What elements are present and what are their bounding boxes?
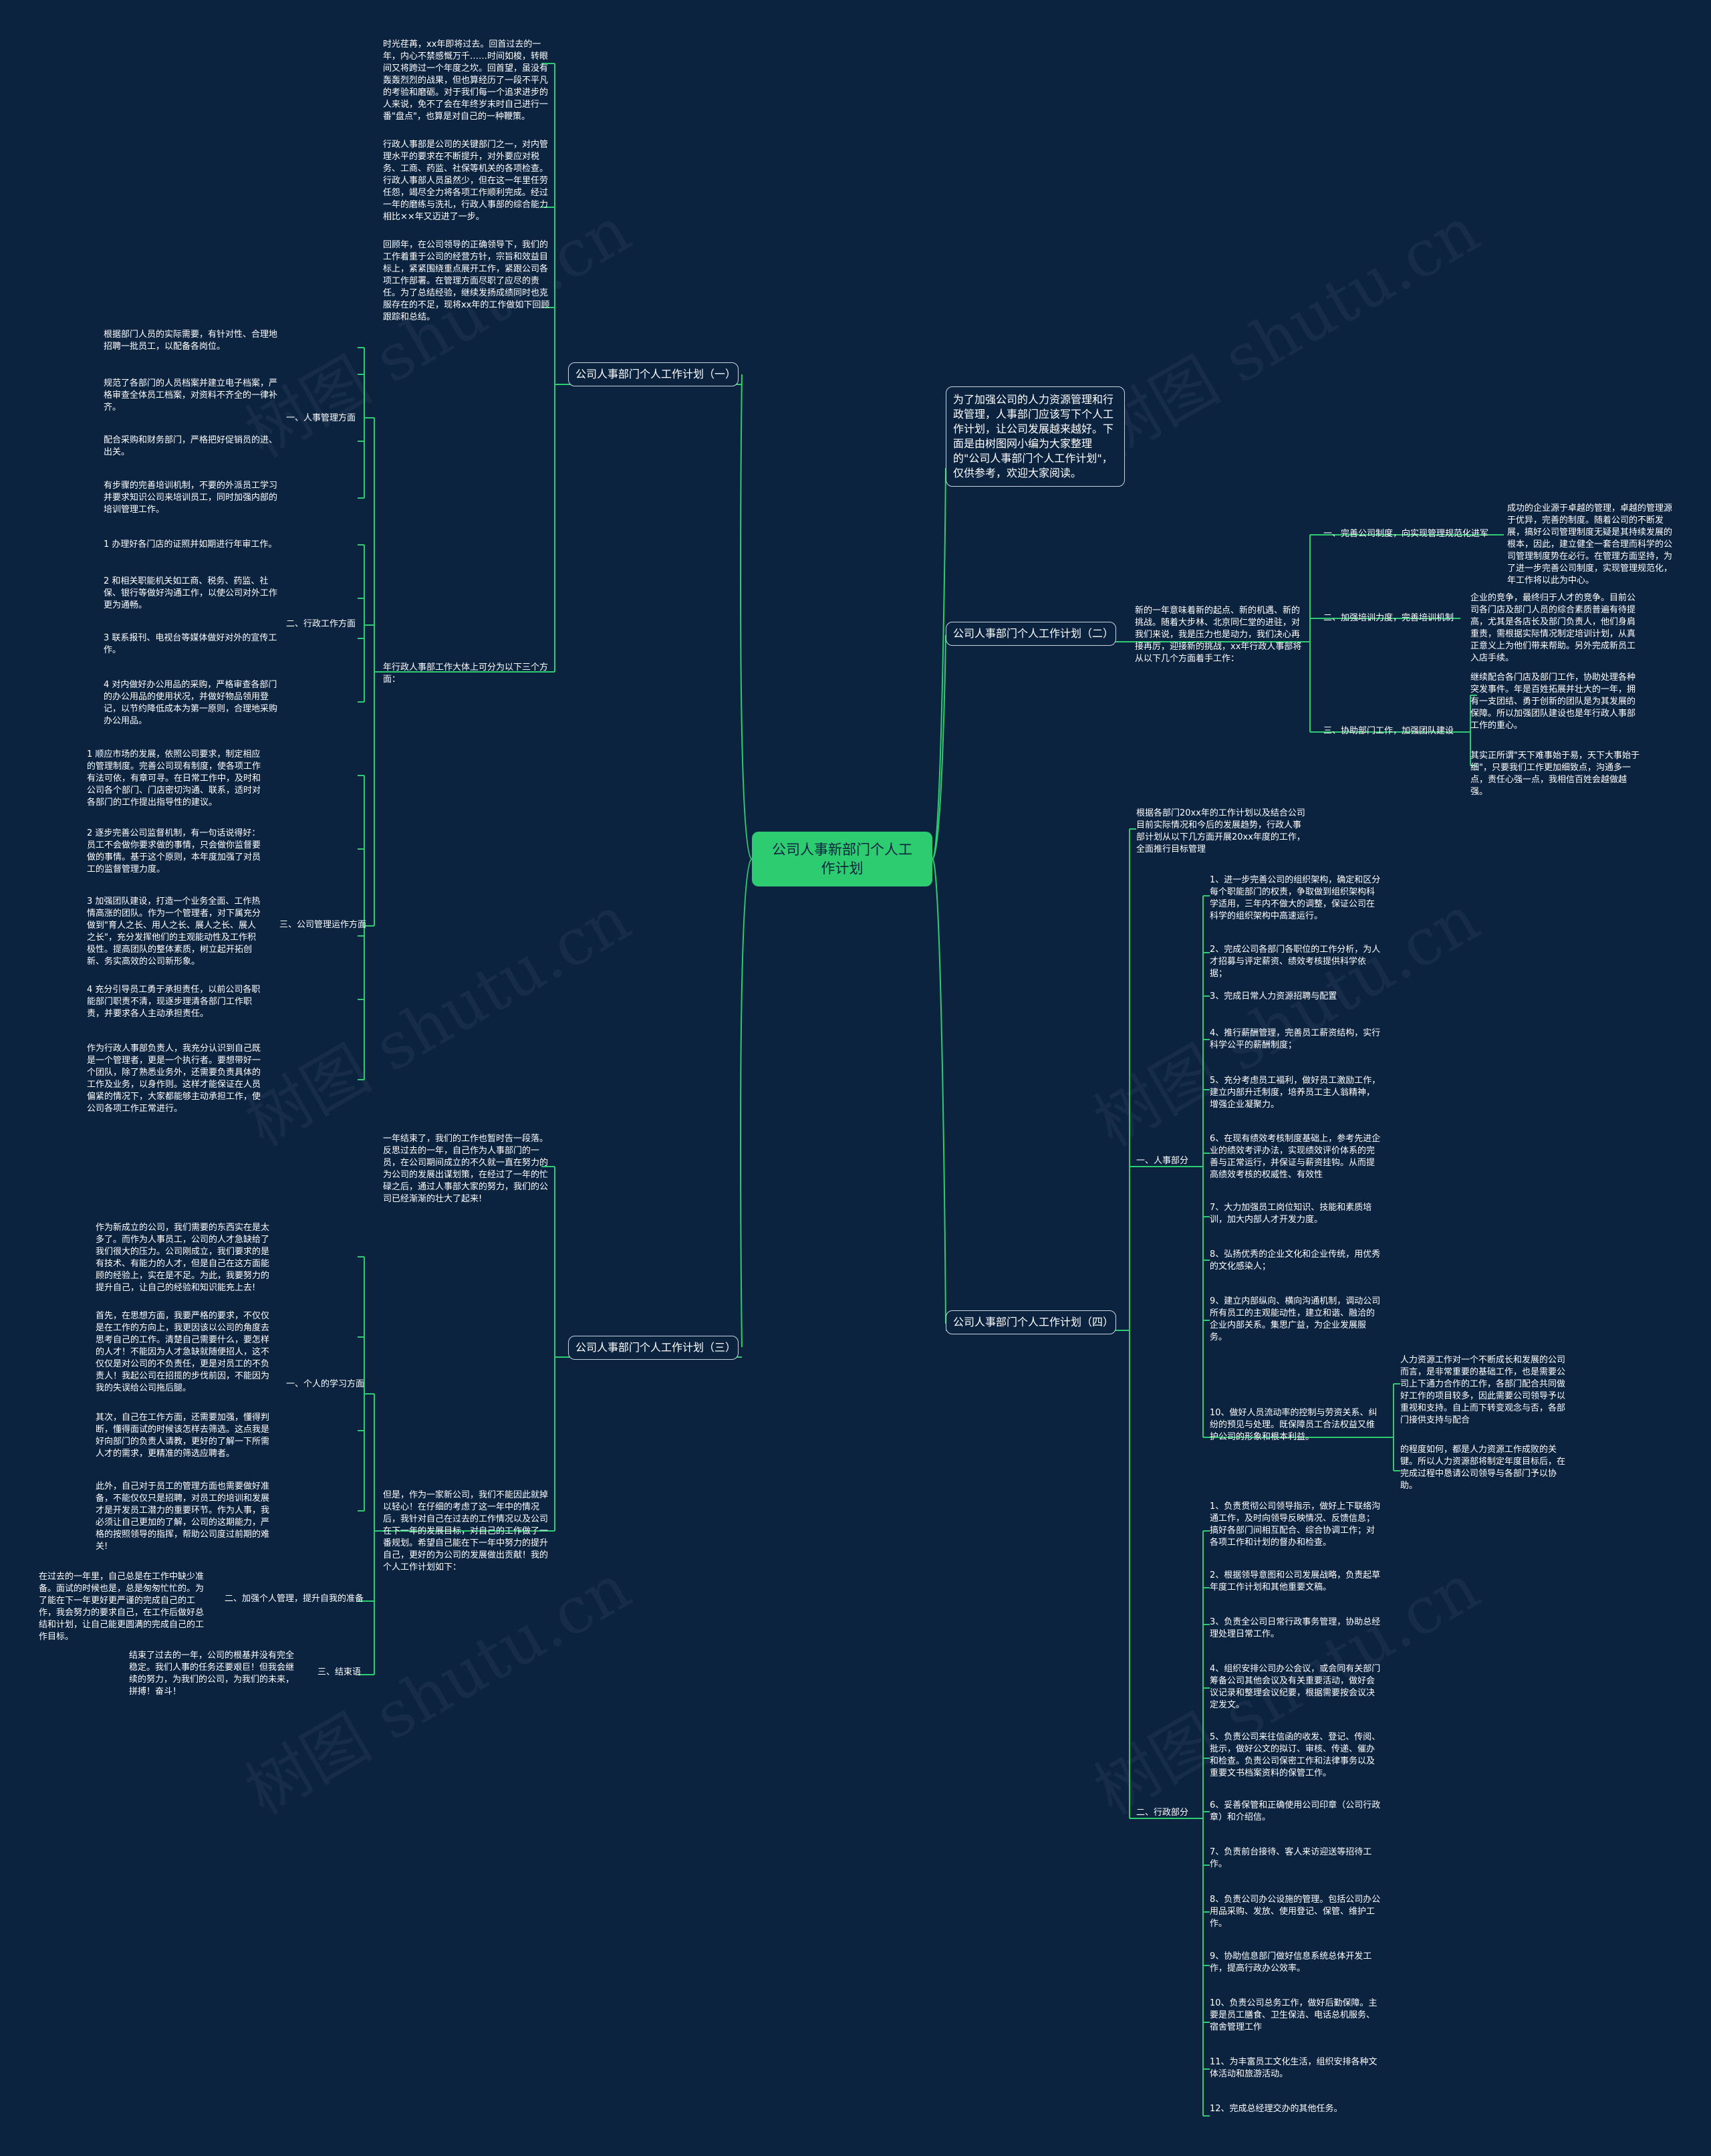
b3-section-2-label: 二、加强个人管理，提升自我的准备 (225, 1594, 364, 1604)
b1-paragraph-3: 回顾年，在公司领导的正确领导下，我们的工作着重于公司的经营方针，宗旨和效益目标上… (383, 240, 550, 322)
root-topic[interactable]: 公司人事新部门个人工作计划 (752, 832, 932, 886)
b4-s1-extra-2: 的程度如何，都是人力资源工作成败的关键。所以人力资源部将制定年度目标后，在完成过… (1400, 1445, 1566, 1491)
b4-s2-item: 12、完成总经理交办的其他任务。 (1210, 2104, 1343, 2114)
b3-s1-item: 其次，自己在工作方面，还需要加强，懂得判断，懂得面试的时候该怎样去筛选。这点我是… (96, 1413, 270, 1459)
b1-s2-item: 3 联系报刊、电视台等媒体做好对外的宣传工作。 (104, 633, 277, 655)
b4-s2-item: 11、为丰富员工文化生活，组织安排各种文体活动和旅游活动。 (1210, 2057, 1377, 2079)
b4-s1-item: 8、弘扬优秀的企业文化和企业传统，用优秀的文化感染人； (1210, 1249, 1381, 1272)
b1-s1-item: 根据部门人员的实际需要，有针对性、合理地招聘一批员工，以配备各岗位。 (104, 330, 278, 352)
b1-paragraph-2: 行政人事部是公司的关键部门之一，对内管理水平的要求在不断提升，对外要应对税务、工… (383, 140, 549, 222)
branch-3-title: 公司人事部门个人工作计划（三） (575, 1341, 737, 1354)
b3-s1-item: 此外，自己对于员工的管理方面也需要做好准备，不能仅仅只是招聘，对员工的培训和发展… (96, 1481, 270, 1552)
b2-s2-text: 企业的竞争，最终归于人才的竞争。目前公司各门店及部门人员的综合素质普遍有待提高，… (1470, 593, 1636, 663)
b1-section-1-label: 一、人事管理方面 (286, 413, 356, 423)
b1-section-2-label: 二、行政工作方面 (286, 619, 356, 629)
b4-s2-item: 8、负责公司办公设施的管理。包括公司办公用品采购、发放、使用登记、保管、维护工作… (1210, 1895, 1381, 1929)
b2-section-1-label: 一、完善公司制度，向实现管理规范化进军 (1323, 529, 1489, 539)
b1-s1-item: 有步骤的完善培训机制，不要的外派员工学习并要求知识公司来培训员工，同时加强内部的… (104, 481, 278, 515)
b4-s1-item: 9、建立内部纵向、横向沟通机制，调动公司所有员工的主观能动性，建立和谐、融洽的企… (1210, 1296, 1381, 1342)
b1-s2-item: 4 对内做好办公用品的采购，严格审查各部门的办公用品的使用状况，并做好物品领用登… (104, 680, 278, 726)
b3-s2-text: 在过去的一年里，自己总是在工作中缺少准备。面试的时候也是，总是匆匆忙忙的。为了能… (39, 1572, 205, 1642)
b3-s1-item: 作为新成立的公司，我们需要的东西实在是太多了。而作为人事员工，公司的人才急缺给了… (96, 1223, 270, 1293)
branch-2-title: 公司人事部门个人工作计划（二） (953, 627, 1114, 640)
b1-s2-item: 2 和相关职能机关如工商、税务、药监、社保、银行等做好沟通工作，以使公司对外工作… (104, 576, 278, 610)
b4-s1-item: 6、在现有绩效考核制度基础上，参考先进企业的绩效考评办法，实现绩效评价体系的完善… (1210, 1134, 1381, 1180)
b4-section-1-label: 一、人事部分 (1136, 1156, 1189, 1166)
branch-4-node[interactable]: 公司人事部门个人工作计划（四） (946, 1310, 1116, 1334)
b1-section-3-label: 三、公司管理运作方面 (279, 920, 367, 930)
b4-s1-item: 7、大力加强员工岗位知识、技能和素质培训，加大内部人才开发力度。 (1210, 1203, 1372, 1225)
intro-node[interactable]: 为了加强公司的人力资源管理和行政管理，人事部门应该写下个人工作计划，让公司发展越… (946, 386, 1125, 487)
b4-s1-extra-1: 人力资源工作对一个不断成长和发展的公司而言，是非常重要的基础工作，也是需要公司上… (1400, 1355, 1566, 1425)
b4-s2-item: 7、负责前台接待、客人来访迎送等招待工作。 (1210, 1847, 1372, 1869)
b1-s2-item: 1 办理好各门店的证照并如期进行年审工作。 (104, 540, 277, 550)
b1-paragraph-1: 时光荏苒，xx年即将过去。回首过去的一年，内心不禁感慨万千……时间如梭，转眼间又… (383, 39, 549, 122)
b1-s1-item: 配合采购和财务部门，严格把好促销员的进、出关。 (104, 435, 278, 457)
b4-s2-item: 5、负责公司来往信函的收发、登记、传阅、批示，做好公文的拟订、审核、传递、催办和… (1210, 1732, 1381, 1778)
b3-s1-item: 首先，在思想方面，我要严格的要求，不仅仅是在工作的方向上，我更因该以公司的角度去… (96, 1311, 270, 1393)
b4-s1-item: 1、进一步完善公司的组织架构，确定和区分每个职能部门的权责，争取做到组织架构科学… (1210, 875, 1381, 921)
b4-s1-item: 2、完成公司各部门各职位的工作分析，为人才招募与评定薪资、绩效考核提供科学依据； (1210, 945, 1381, 979)
b3-paragraph-1: 一年结束了，我们的工作也暂时告一段落。反思过去的一年，自己作为人事部门的一员，在… (383, 1134, 549, 1204)
b4-s2-item: 2、根据领导意图和公司发展战略，负责起草年度工作计划和其他重要文稿。 (1210, 1570, 1381, 1592)
b2-section-2-label: 二、加强培训力度，完善培训机制 (1323, 613, 1454, 623)
b4-s1-item: 3、完成日常人力资源招聘与配置 (1210, 991, 1337, 1001)
b4-s1-item: 5、充分考虑员工福利，做好员工激励工作，建立内部升迁制度，培养员工主人翁精神，增… (1210, 1076, 1381, 1110)
b4-s1-item: 10、做好人员流动率的控制与劳资关系、纠纷的预见与处理。既保障员工合法权益又维护… (1210, 1408, 1377, 1442)
b3-section-1-label: 一、个人的学习方面 (286, 1379, 365, 1389)
b2-s1-text: 成功的企业源于卓越的管理，卓越的管理源于优异，完善的制度。随着公司的不断发展，搞… (1507, 503, 1673, 586)
b1-summary: 年行政人事部工作大体上可分为以下三个方面： (383, 663, 549, 685)
b2-section-3-label: 三、协助部门工作，加强团队建设 (1323, 726, 1454, 736)
b4-s2-item: 1、负责贯彻公司领导指示，做好上下联络沟通工作，及时向领导反映情况、反馈信息；搞… (1210, 1502, 1381, 1548)
branch-3-node[interactable]: 公司人事部门个人工作计划（三） (568, 1336, 739, 1360)
b2-s3-text-1: 继续配合各门店及部门工作，协助处理各种突发事件。年是百姓拓展并壮大的一年，拥有一… (1470, 673, 1636, 731)
b1-s3-item: 1 顺应市场的发展，依照公司要求，制定相应的管理制度。完善公司现有制度，使各项工… (87, 749, 261, 808)
b4-s2-item: 9、协助信息部门做好信息系统总体开发工作，提高行政办公效率。 (1210, 1951, 1372, 1973)
b4-s2-item: 3、负责全公司日常行政事务管理，协助总经理处理日常工作。 (1210, 1617, 1381, 1639)
b1-s3-item: 2 逐步完善公司监督机制，有一句话说得好：员工不会做你要求做的事情，只会做你监督… (87, 828, 261, 874)
b2-s3-text-2: 其实正所谓"天下难事始于易，天下大事始于细"，只要我们工作更加细致点，沟通多一点… (1470, 751, 1639, 797)
b4-s2-item: 10、负责公司总务工作，做好后勤保障。主要是员工膳食、卫生保洁、电话总机服务、宿… (1210, 1998, 1377, 2032)
b4-s1-item: 4、推行薪酬管理，完善员工薪资结构，实行科学公平的薪酬制度； (1210, 1028, 1381, 1050)
branch-1-node[interactable]: 公司人事部门个人工作计划（一） (568, 362, 739, 386)
b1-s1-item: 规范了各部门的人员档案并建立电子档案，严格审查全体员工档案，对资料不齐全的一律补… (104, 378, 278, 412)
b4-s2-item: 4、组织安排公司办公会议，或会同有关部门筹备公司其他会议及有关重要活动，做好会议… (1210, 1664, 1381, 1710)
branch-2-node[interactable]: 公司人事部门个人工作计划（二） (946, 622, 1116, 646)
b3-paragraph-2: 但是，作为一家新公司，我们不能因此就掉以轻心！在仔细的考虑了这一年中的情况后，我… (383, 1490, 549, 1572)
b2-description: 新的一年意味着新的起点、新的机遇、新的挑战。随着大步林、北京同仁堂的进驻，对我们… (1135, 606, 1302, 664)
b1-s3-item: 4 充分引导员工勇于承担责任，以前公司各职能部门职责不清，现逐步理清各部门工作职… (87, 985, 261, 1019)
b4-section-2-label: 二、行政部分 (1136, 1808, 1189, 1818)
intro-text: 为了加强公司的人力资源管理和行政管理，人事部门应该写下个人工作计划，让公司发展越… (953, 393, 1114, 479)
b4-description: 根据各部门20xx年的工作计划以及结合公司目前实际情况和今后的发展趋势，行政人事… (1136, 808, 1305, 854)
b4-s2-item: 6、妥善保管和正确使用公司印章（公司行政章）和介绍信。 (1210, 1800, 1381, 1822)
branch-4-title: 公司人事部门个人工作计划（四） (953, 1316, 1114, 1328)
branch-1-title: 公司人事部门个人工作计划（一） (575, 368, 737, 380)
root-label: 公司人事新部门个人工作计划 (772, 842, 912, 876)
b3-section-3-label: 三、结束语 (317, 1667, 362, 1677)
b3-s3-text: 结束了过去的一年，公司的根基并没有完全稳定。我们人事的任务还要艰巨！但我会继续的… (129, 1651, 295, 1697)
b1-s3-item: 3 加强团队建设，打造一个业务全面、工作热情高涨的团队。作为一个管理者，对下属充… (87, 896, 261, 967)
b1-s3-item: 作为行政人事部负责人，我充分认识到自己既是一个管理者，更是一个执行者。要想带好一… (87, 1044, 261, 1114)
